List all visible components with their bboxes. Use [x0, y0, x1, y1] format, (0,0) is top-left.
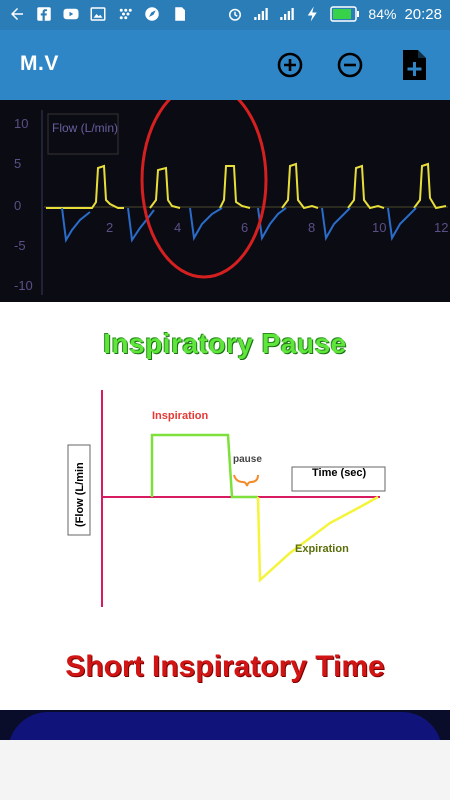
youtube-icon [63, 8, 79, 20]
diagram-y-label: (Flow (L/min [74, 462, 86, 527]
highlight-circle [140, 81, 268, 279]
y-tick-5: 5 [14, 156, 21, 171]
bottom-area [0, 740, 450, 800]
heading-short-inspiratory-time: Short Inspiratory Time [65, 650, 385, 683]
zoom-out-button[interactable] [333, 48, 367, 82]
status-bar-left-icons [8, 5, 188, 23]
inspiratory-flow-trace [46, 162, 447, 210]
sd-card-icon [175, 7, 185, 21]
flow-waveform-svg: 10 5 0 -5 -10 Flow (L/min) 2 4 6 8 10 12 [14, 81, 448, 295]
gallery-icon [90, 7, 106, 21]
inspiratory-pause-diagram: (Flow (L/min Inspiration pause Expiratio… [67, 390, 386, 607]
facebook-icon [37, 7, 51, 21]
flow-waveform-image: 10 5 0 -5 -10 Flow (L/min) 2 4 6 8 10 12 [0, 81, 450, 302]
x-tick-10: 10 [372, 220, 386, 235]
diagram-x-label: Time (sec) [312, 467, 367, 479]
x-tick-8: 8 [308, 220, 315, 235]
compass-icon [145, 7, 159, 21]
signal-icon-2 [280, 8, 295, 20]
status-bar-right: 84% 20:28 [226, 5, 442, 23]
alarm-icon [229, 8, 242, 21]
inspiration-label: Inspiration [152, 410, 209, 422]
back-icon [11, 8, 23, 20]
signal-icon [254, 8, 269, 20]
x-tick-12: 12 [434, 220, 448, 235]
status-bar: 84% 20:28 [0, 0, 450, 30]
app-bar: M.V [0, 30, 450, 100]
pause-brace [233, 474, 259, 487]
expiration-label: Expiration [295, 543, 349, 555]
zoom-in-button[interactable] [273, 48, 307, 82]
charging-icon [308, 6, 318, 22]
x-tick-4: 4 [174, 220, 181, 235]
inspiration-trace [150, 433, 258, 499]
add-file-button[interactable] [397, 48, 431, 82]
clock: 20:28 [404, 5, 442, 23]
y-tick-0: 0 [14, 198, 21, 213]
heading-inspiratory-pause: Inspiratory Pause [103, 328, 347, 359]
y-axis-label: Flow (L/min) [52, 121, 118, 135]
expiration-trace [256, 495, 379, 583]
pause-label: pause [233, 454, 262, 465]
y-tick-minus5: -5 [14, 238, 26, 253]
y-tick-minus10: -10 [14, 278, 33, 293]
x-tick-6: 6 [241, 220, 248, 235]
app-title: M.V [20, 52, 59, 75]
battery-icon [330, 6, 360, 22]
x-tick-2: 2 [106, 220, 113, 235]
y-tick-10: 10 [14, 116, 28, 131]
blackberry-icon [119, 8, 132, 20]
battery-percent: 84% [368, 6, 397, 22]
expiratory-flow-trace [61, 207, 417, 243]
